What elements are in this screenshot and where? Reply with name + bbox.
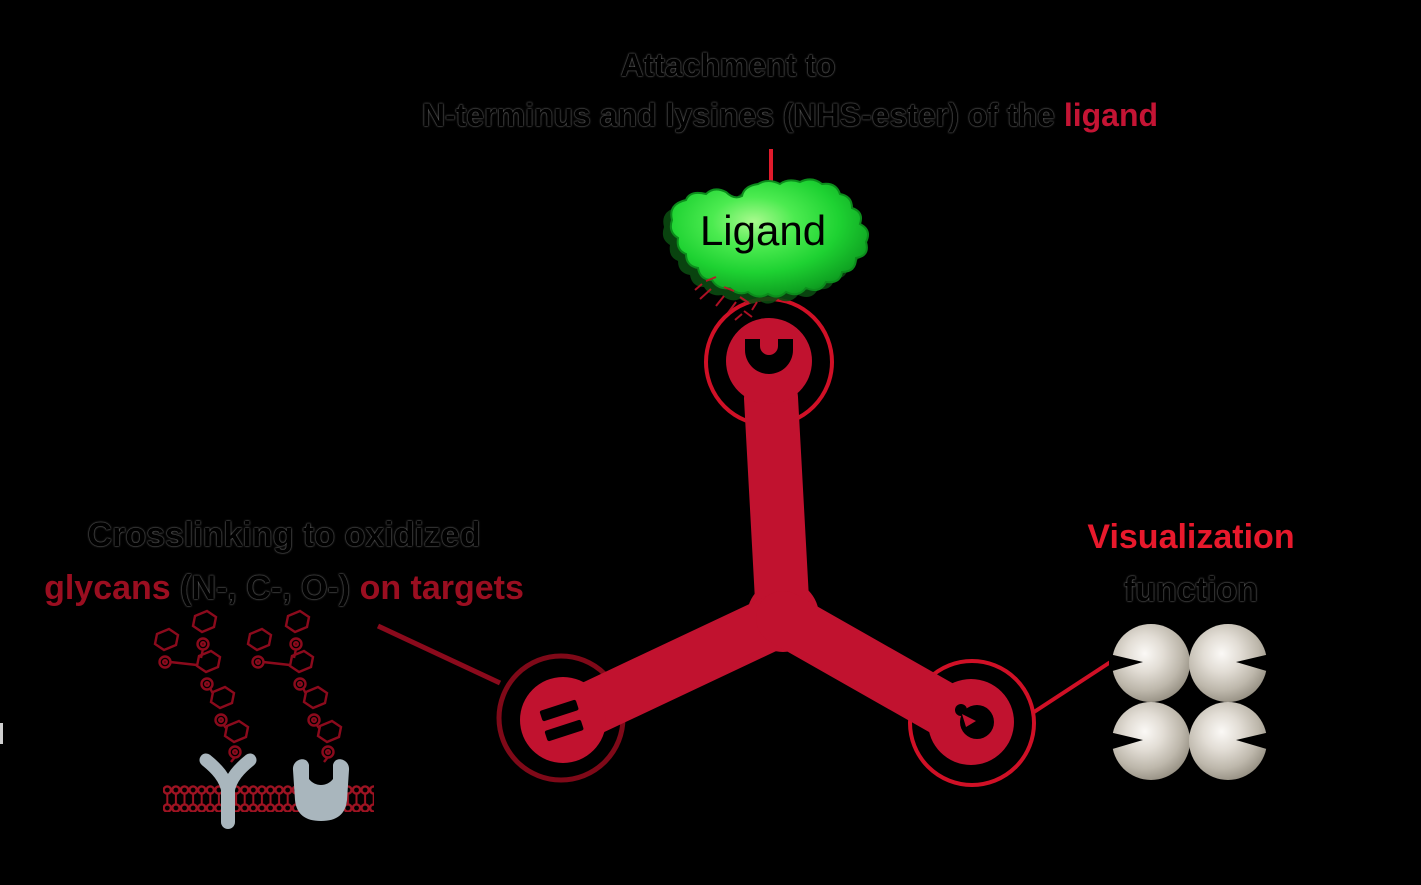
membrane-receptor-y <box>199 753 257 829</box>
attachment-label: Attachment to N-terminus and lysines (NH… <box>300 40 1280 140</box>
attachment-scribble <box>694 276 758 321</box>
crosslinking-chem-groups: (N-, C-, O-) <box>180 569 360 607</box>
sphere-top-right <box>1189 624 1267 702</box>
visualization-label-line1: Visualization <box>1087 518 1295 556</box>
visualization-label-line2: function <box>1123 571 1259 609</box>
glycan-arm-tip <box>520 677 606 763</box>
glycan-structure-2 <box>246 609 343 763</box>
glycan-structure-1 <box>153 609 250 763</box>
sphere-bottom-right <box>1189 702 1267 780</box>
edge-artifact <box>0 723 3 744</box>
reporter-spheres <box>1109 624 1270 780</box>
sphere-bottom-left <box>1112 702 1190 780</box>
attachment-label-line2-black: N-terminus and lysines (NHS-ester) of th… <box>421 97 1064 133</box>
attachment-label-ligand-word: ligand <box>1063 97 1159 133</box>
attachment-label-line1: Attachment to <box>620 47 836 83</box>
attachment-label-line2: N-terminus and lysines (NHS-ester) of th… <box>300 90 1280 140</box>
visualization-site-icon <box>955 704 994 739</box>
crosslinking-on-targets: on targets <box>359 569 524 607</box>
crosslink-pointer-line <box>376 623 502 686</box>
visualization-pointer-line <box>1032 659 1114 714</box>
ligand-tag: Ligand <box>699 207 827 254</box>
crosslinking-label: Crosslinking to oxidized glycans (N-, C-… <box>8 509 560 615</box>
crosslinking-label-line1: Crosslinking to oxidized <box>87 516 481 554</box>
ligand-blob <box>662 178 869 304</box>
glycan-reactive-site-icon <box>539 699 584 742</box>
annotation-circle-visualization <box>908 659 1036 787</box>
crosslinker-molecule <box>520 318 1014 765</box>
visualization-label: Visualization function <box>1035 511 1347 617</box>
crosslinking-label-line2: glycans (N-, C-, O-) on targets <box>8 562 560 615</box>
nhs-ester-site-icon <box>745 339 793 374</box>
membrane-receptor-cup <box>292 759 350 821</box>
sphere-top-left <box>1112 624 1190 702</box>
crosslinking-glycans-word: glycans <box>44 569 181 607</box>
